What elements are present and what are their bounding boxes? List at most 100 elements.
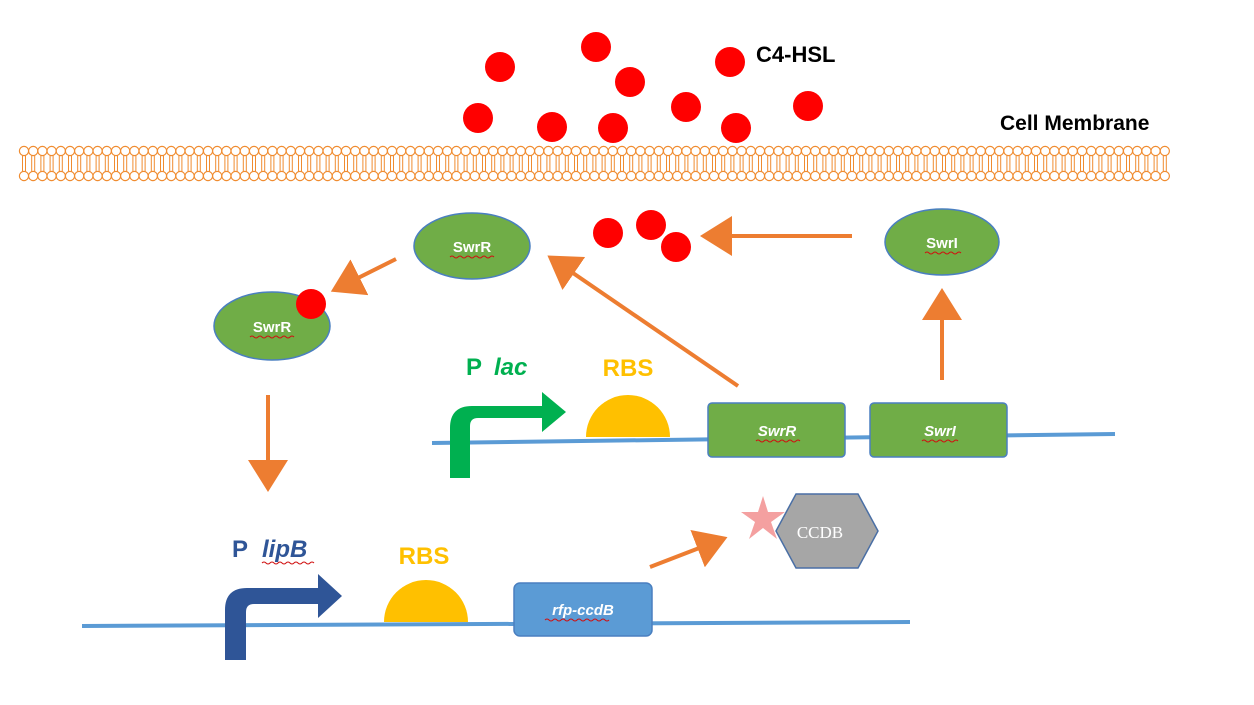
lipid-head [414, 145, 425, 157]
lipid-tail [187, 155, 192, 172]
lipid-head [1039, 170, 1051, 182]
lipid-head [828, 170, 839, 182]
lipid-head [865, 145, 876, 157]
lipid-head [46, 170, 57, 182]
lipid-head [73, 145, 85, 157]
lipid-tail [1015, 155, 1020, 172]
lipid-tail [776, 155, 781, 172]
lipid-tail [905, 155, 910, 172]
lipid-head [1113, 145, 1125, 157]
lipid-head [37, 170, 48, 182]
lipid-head [285, 145, 296, 157]
lipid-head [239, 170, 250, 182]
lipid-head [175, 170, 186, 182]
c4-hsl-molecule [463, 103, 493, 133]
c4-hsl-molecule [615, 67, 645, 97]
lipid-head [46, 145, 57, 157]
lipid-head [294, 145, 306, 157]
arrow-rfp-ccdb-to-ccdb [649, 529, 728, 569]
lipid-tail [868, 155, 873, 172]
lipid-head [478, 170, 490, 182]
lipid-head [165, 170, 177, 182]
lipid-head [672, 170, 683, 182]
lipid-tail [40, 155, 45, 172]
lipid-tail [758, 155, 762, 172]
lipid-head [129, 145, 140, 157]
lipid-head [1012, 145, 1023, 157]
c4-hsl-molecule [537, 112, 567, 142]
lipid-head [1067, 170, 1079, 182]
lipid-head [653, 170, 665, 182]
lipid-head [800, 170, 812, 182]
lipid-head [699, 170, 711, 182]
swrr-gene-label: SwrR [758, 423, 797, 440]
lipid-head [1085, 145, 1097, 157]
lipid-head [506, 170, 517, 182]
lipid-head [580, 145, 591, 157]
lipid-head [662, 145, 674, 157]
lipid-head [423, 170, 434, 182]
lipid-tail [1126, 155, 1130, 172]
lipid-tail [160, 155, 164, 172]
lipid-head [626, 170, 637, 182]
lipid-head [488, 170, 499, 182]
lipid-tail [1162, 155, 1167, 172]
lipid-tail [969, 155, 974, 172]
lipid-tail [620, 155, 624, 172]
lipid-head [119, 170, 131, 182]
lipid-head [1113, 170, 1125, 182]
lipid-head [819, 170, 830, 182]
lipid-head [570, 170, 582, 182]
lipid-head [874, 170, 885, 182]
lipid-head [304, 170, 315, 182]
lipid-tail [242, 155, 247, 172]
lipid-head [1104, 145, 1115, 157]
lipid-tail [1153, 155, 1158, 172]
lipid-head [506, 145, 517, 157]
lipid-head [718, 145, 729, 157]
arrow-swrr-gene-to-protein [547, 255, 740, 388]
lipid-head [258, 170, 269, 182]
lipid-head [1122, 145, 1134, 157]
lipid-head [340, 170, 352, 182]
lipid-tail [592, 155, 597, 172]
lipid-head [110, 145, 122, 157]
lipid-tail [1080, 155, 1084, 172]
swrr-bound-protein-label: SwrR [253, 319, 292, 336]
lipid-tail [132, 155, 137, 172]
lipid-head [267, 145, 278, 157]
c4-hsl-molecule [721, 113, 751, 143]
lipid-tail [288, 155, 293, 172]
rbs-lower [384, 580, 468, 622]
arrow-swrr-binding [330, 257, 397, 296]
lipid-head [83, 145, 94, 157]
lipid-head [313, 145, 324, 157]
lipid-head [672, 145, 683, 157]
lipid-head [837, 145, 849, 157]
lipid-head [607, 145, 619, 157]
lipid-head [828, 145, 839, 157]
lipid-head [55, 145, 67, 157]
lipid-head [184, 170, 195, 182]
lipid-head [764, 170, 775, 182]
rfp-ccdb-gene [513, 582, 653, 637]
promoter-lipb-arrow [225, 574, 342, 660]
lipid-head [230, 145, 241, 157]
lipid-head [543, 145, 554, 157]
lipid-head [957, 170, 968, 182]
lipid-head [156, 170, 168, 182]
lipid-head [1159, 145, 1171, 157]
lipid-tail [22, 155, 26, 172]
lipid-tail [942, 155, 946, 172]
cell-membrane-label: Cell Membrane [1000, 112, 1149, 135]
lipid-head [883, 170, 895, 182]
spellcheck-underline [261, 561, 315, 565]
rbs-upper-label: RBS [603, 355, 654, 382]
lipid-head [1131, 145, 1143, 157]
lipid-tail [454, 155, 459, 172]
lipid-head [1030, 145, 1042, 157]
c4-hsl-molecule [671, 92, 701, 122]
lipid-tail [114, 155, 118, 172]
lipid-tail [804, 155, 808, 172]
lipid-tail [1089, 155, 1094, 172]
